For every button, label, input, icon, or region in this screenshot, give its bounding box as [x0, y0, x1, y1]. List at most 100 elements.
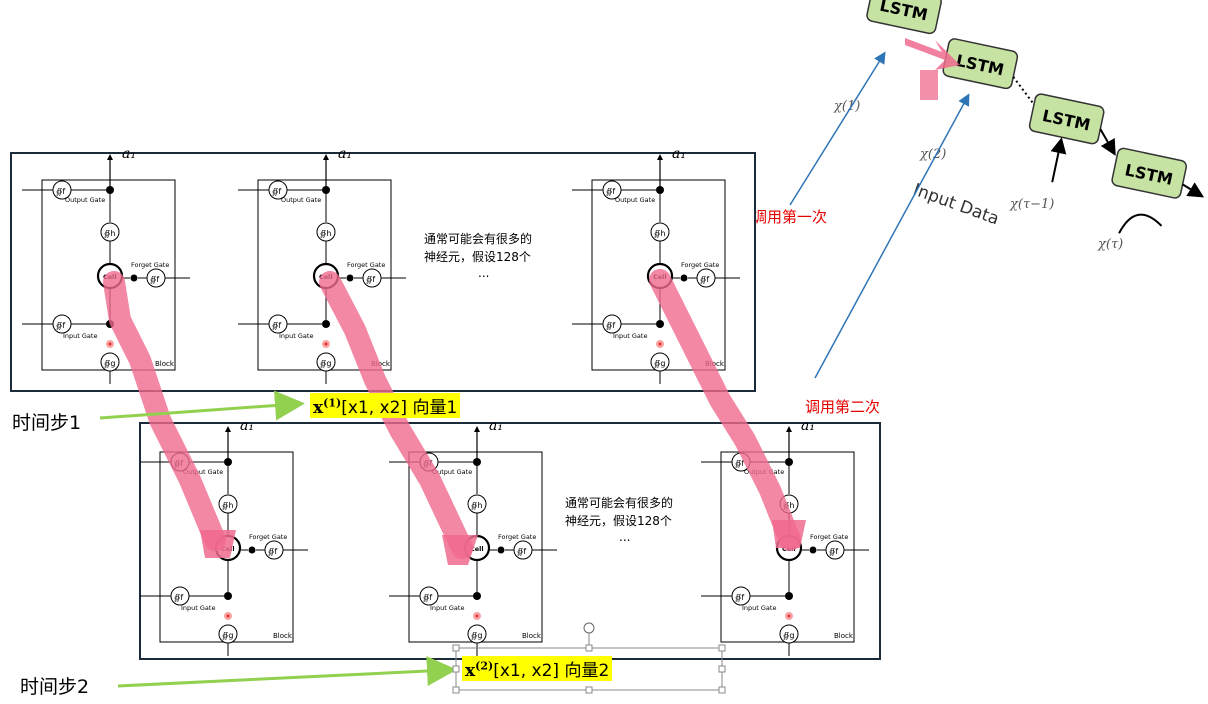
sigmoid-g-label: ∯g: [471, 631, 482, 640]
output-arrow: [323, 154, 329, 160]
sigmoid-g-label: ∯g: [783, 631, 794, 640]
x1-vector-label: x(1)[x1, x2] 向量1: [310, 393, 461, 418]
input-dot-core: [108, 342, 112, 346]
block-label: Block: [273, 632, 293, 640]
forget-gate-label: Forget Gate: [249, 533, 287, 541]
sigmoid-f-label: ∯f: [174, 459, 183, 468]
timestep-1-label: 时间步1: [12, 412, 82, 434]
forget-multiply-node: [809, 546, 817, 554]
output-arrow: [786, 426, 792, 432]
input-multiply-node: [785, 592, 793, 600]
output-multiply-node: [473, 458, 481, 466]
output-gate-label: Output Gate: [744, 468, 784, 476]
call-first-label: 调用第一次: [752, 208, 828, 226]
input-multiply-node: [106, 320, 114, 328]
forget-multiply-node: [497, 546, 505, 554]
sigmoid-h-label: ∯h: [222, 501, 233, 510]
sigmoid-f-label: ∯f: [366, 275, 375, 284]
sigmoid-f-label: ∯f: [56, 187, 65, 196]
forget-multiply-node: [248, 546, 256, 554]
x2-vector-label[interactable]: x(2)[x1, x2] 向量2: [462, 656, 613, 681]
sigmoid-h-label: ∯h: [654, 229, 665, 238]
unit-output-label: a₁: [672, 146, 686, 162]
output-arrow: [657, 154, 663, 160]
input-dot-core: [226, 614, 230, 618]
input-multiply-node: [224, 592, 232, 600]
sigmoid-f-label: ∯f: [272, 187, 281, 196]
forget-multiply-node: [680, 274, 688, 282]
cell-label: Cell: [470, 545, 484, 553]
input-gate-label: Input Gate: [181, 604, 215, 612]
unit-output-label: a₁: [122, 146, 136, 162]
cell-label: Cell: [103, 273, 117, 281]
output-gate-label: Output Gate: [183, 468, 223, 476]
sigmoid-f-label: ∯f: [268, 547, 277, 556]
input-dot-core: [324, 342, 328, 346]
output-arrow: [474, 426, 480, 432]
forget-multiply-node: [346, 274, 354, 282]
sigmoid-f-label: ∯f: [150, 275, 159, 284]
block-label: Block: [371, 360, 391, 368]
output-gate-label: Output Gate: [65, 196, 105, 204]
output-multiply-node: [106, 186, 114, 194]
input-dot-core: [787, 614, 791, 618]
cell-label: Cell: [782, 545, 796, 553]
sigmoid-f-label: ∯f: [606, 321, 615, 330]
call-second-label: 调用第二次: [805, 398, 881, 416]
block-label: Block: [155, 360, 175, 368]
sigmoid-f-label: ∯f: [700, 275, 709, 284]
sigmoid-f-label: ∯f: [829, 547, 838, 556]
input-multiply-node: [322, 320, 330, 328]
forget-gate-label: Forget Gate: [810, 533, 848, 541]
input-gate-label: Input Gate: [613, 332, 647, 340]
sigmoid-f-label: ∯f: [423, 593, 432, 602]
sigmoid-g-label: ∯g: [222, 631, 233, 640]
cell-label: Cell: [319, 273, 333, 281]
sigmoid-g-label: ∯g: [654, 359, 665, 368]
block-label: Block: [522, 632, 542, 640]
sigmoid-g-label: ∯g: [104, 359, 115, 368]
unit-output-label: a₁: [240, 418, 254, 434]
block-label: Block: [834, 632, 854, 640]
sigmoid-f-label: ∯f: [56, 321, 65, 330]
output-multiply-node: [224, 458, 232, 466]
unit-output-label: a₁: [801, 418, 815, 434]
output-multiply-node: [322, 186, 330, 194]
timestep-2-label: 时间步2: [20, 676, 90, 698]
input-gate-label: Input Gate: [63, 332, 97, 340]
forget-multiply-node: [130, 274, 138, 282]
block-label: Block: [705, 360, 725, 368]
sigmoid-h-label: ∯h: [320, 229, 331, 238]
sigmoid-h-label: ∯h: [104, 229, 115, 238]
neuron-note-1: 通常可能会有很多的 神经元，假设128个 ...: [424, 232, 533, 280]
forget-gate-label: Forget Gate: [347, 261, 385, 269]
output-gate-label: Output Gate: [615, 196, 655, 204]
output-multiply-node: [785, 458, 793, 466]
unit-output-label: a₁: [338, 146, 352, 162]
sigmoid-f-label: ∯f: [174, 593, 183, 602]
sigmoid-f-label: ∯f: [735, 593, 744, 602]
input-gate-label: Input Gate: [279, 332, 313, 340]
input-multiply-node: [473, 592, 481, 600]
input-multiply-node: [656, 320, 664, 328]
sigmoid-f-label: ∯f: [606, 187, 615, 196]
output-arrow: [225, 426, 231, 432]
input-dot-core: [475, 614, 479, 618]
sigmoid-f-label: ∯f: [272, 321, 281, 330]
sigmoid-f-label: ∯f: [517, 547, 526, 556]
forget-gate-label: Forget Gate: [498, 533, 536, 541]
output-gate-label: Output Gate: [432, 468, 472, 476]
input-gate-label: Input Gate: [430, 604, 464, 612]
sigmoid-g-label: ∯g: [320, 359, 331, 368]
unit-output-label: a₁: [489, 418, 503, 434]
neuron-note-2: 通常可能会有很多的 神经元，假设128个 ...: [565, 496, 674, 544]
sigmoid-f-label: ∯f: [735, 459, 744, 468]
output-arrow: [107, 154, 113, 160]
